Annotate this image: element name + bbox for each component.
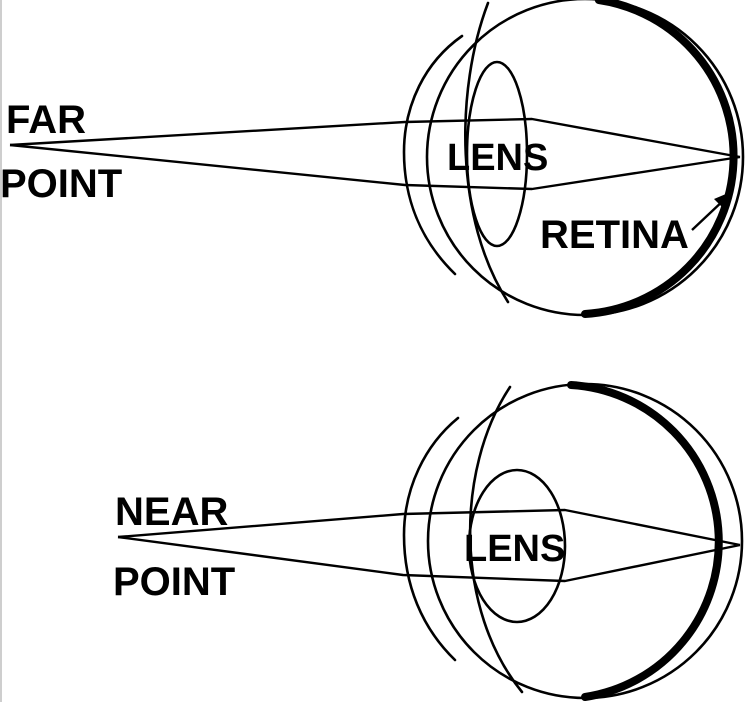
far-point-label: POINT: [0, 162, 122, 206]
near-label: NEAR: [115, 490, 228, 534]
near-point-label: POINT: [113, 560, 235, 604]
light-ray-lower: [117, 535, 741, 583]
light-ray-upper: [117, 508, 741, 547]
retina-arrow-icon: [691, 191, 733, 231]
lens-outline: [465, 60, 529, 248]
light-ray-lower: [9, 143, 741, 191]
retina-arc: [567, 381, 723, 701]
far-point-eye: FAR POINT LENS RETINA: [0, 0, 745, 318]
light-ray-upper: [9, 117, 741, 159]
far-label: FAR: [6, 98, 86, 142]
retina-label: RETINA: [540, 213, 689, 257]
retina-arc: [581, 0, 738, 318]
cornea-outline: [402, 416, 460, 662]
cornea-outline: [402, 34, 464, 276]
lens-label: LENS: [447, 137, 548, 179]
lens-outline: [467, 468, 567, 624]
near-point-eye: NEAR POINT LENS: [113, 381, 744, 701]
lens-label: LENS: [464, 528, 565, 570]
